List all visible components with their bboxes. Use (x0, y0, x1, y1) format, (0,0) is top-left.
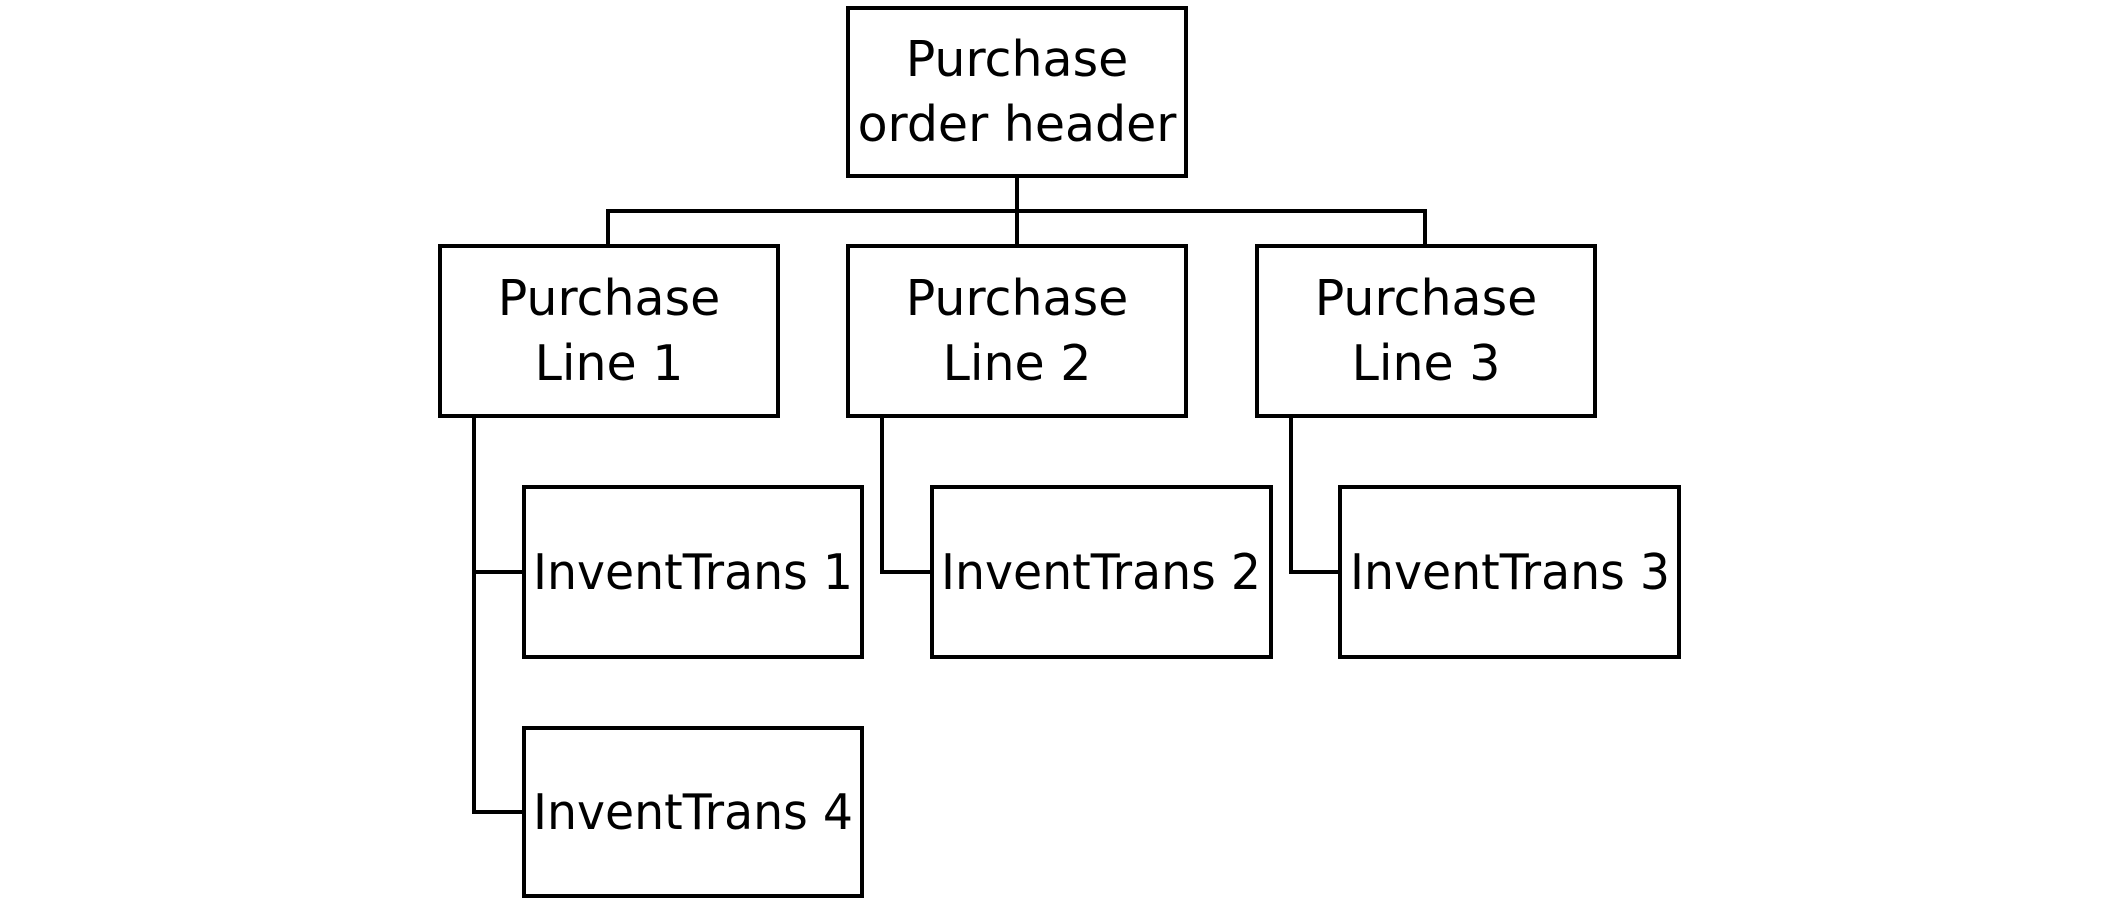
purchase-line-3-node: Purchase Line 3 (1255, 244, 1597, 418)
invent-trans-2-node: InventTrans 2 (930, 485, 1273, 659)
invent-trans-1-box (522, 485, 864, 659)
purchase-order-header-label-line-1: Purchase (906, 31, 1129, 88)
invent-trans-4-box (522, 726, 864, 898)
purchase-line-2-label-line-2: Line 2 (943, 335, 1092, 392)
purchase-line-3-label-line-1: Purchase (1315, 270, 1538, 327)
line-1-trunk (472, 416, 524, 814)
invent-trans-4-label: InventTrans 4 (533, 784, 853, 841)
purchase-line-1-label-line-1: Purchase (498, 270, 721, 327)
invent-trans-3-node: InventTrans 3 (1338, 485, 1681, 659)
purchase-order-header-label-line-2: order header (858, 96, 1178, 153)
invent-trans-1-label: InventTrans 1 (533, 544, 853, 601)
line-2-to-trans-2 (880, 416, 932, 574)
invent-trans-3-label: InventTrans 3 (1350, 544, 1670, 601)
purchase-order-header-node: Purchase order header (846, 6, 1188, 178)
purchase-line-3-box (1255, 244, 1597, 418)
invent-trans-1-node: InventTrans 1 (522, 485, 864, 659)
purchase-line-1-box (438, 244, 780, 418)
line-3-to-trans-3 (1289, 416, 1340, 574)
purchase-order-header-box (846, 6, 1188, 178)
purchase-line-2-label-line-1: Purchase (906, 270, 1129, 327)
invent-trans-4-node: InventTrans 4 (522, 726, 864, 898)
header-connectors (606, 176, 1427, 246)
invent-trans-2-label: InventTrans 2 (941, 544, 1261, 601)
purchase-line-2-node: Purchase Line 2 (846, 244, 1188, 418)
purchase-line-3-label-line-2: Line 3 (1352, 335, 1501, 392)
purchase-line-2-box (846, 244, 1188, 418)
purchase-line-1-label-line-2: Line 1 (535, 335, 684, 392)
invent-trans-3-box (1338, 485, 1681, 659)
line-connectors (472, 416, 1340, 814)
invent-trans-2-box (930, 485, 1273, 659)
purchase-line-1-node: Purchase Line 1 (438, 244, 780, 418)
